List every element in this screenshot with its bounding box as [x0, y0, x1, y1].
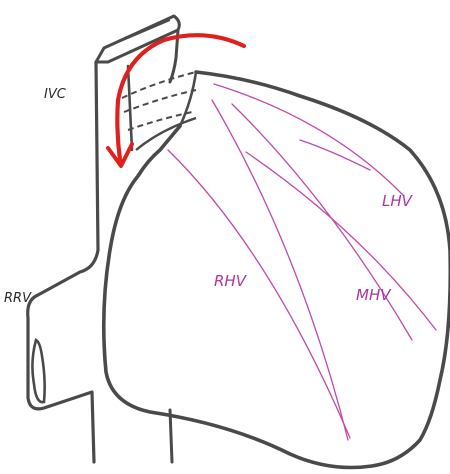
hepatic-veins: [168, 84, 436, 440]
lhv-vessel-branch: [300, 140, 370, 170]
label-mhv: MHV: [356, 286, 392, 304]
ivc-left-wall: [28, 62, 98, 462]
rhv-vessel: [168, 150, 350, 438]
ivc-right-wall-lower: [128, 66, 132, 150]
flow-arrow: [117, 35, 244, 160]
renal-vein-opening: [32, 340, 44, 402]
label-rrv: RRV: [4, 291, 32, 306]
liver-outline: [104, 72, 450, 468]
mhv-vessel-branch: [246, 152, 436, 330]
label-rhv: RHV: [214, 272, 248, 290]
mhv-vessel: [232, 104, 412, 340]
ivc-lower-segment: [170, 410, 172, 462]
label-ivc: IVC: [44, 87, 67, 102]
label-lhv: LHV: [382, 192, 414, 210]
